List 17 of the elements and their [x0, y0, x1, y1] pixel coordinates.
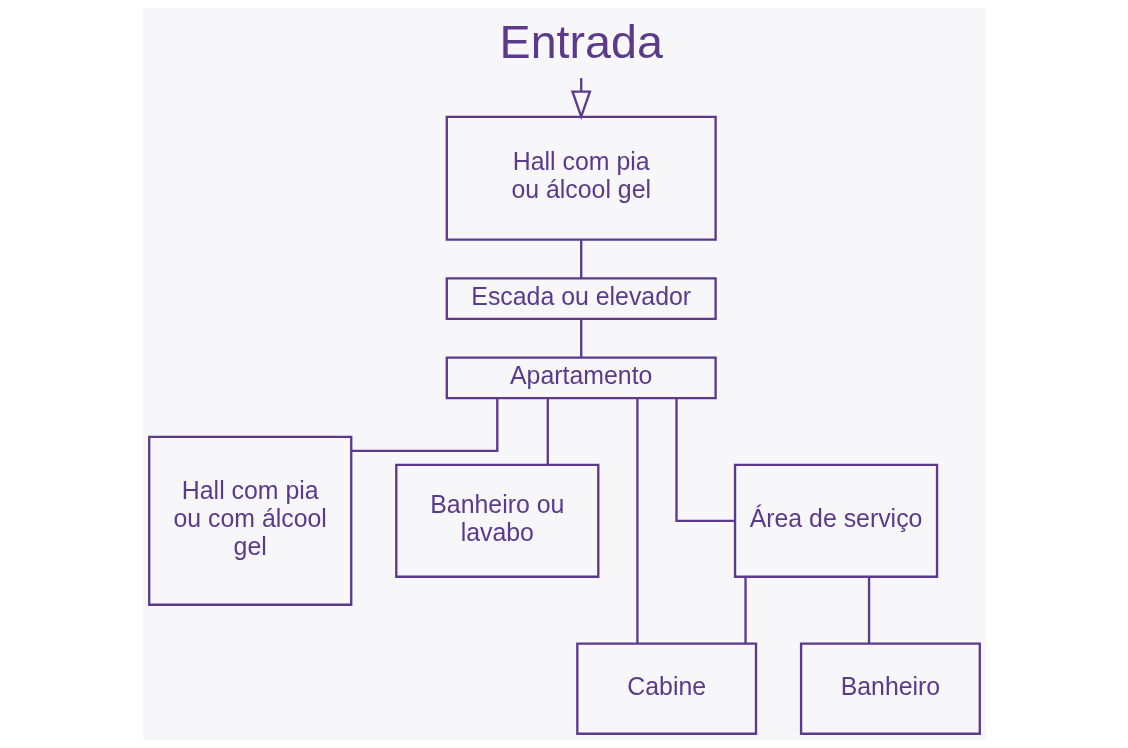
node-box: Apartamento [445, 356, 717, 400]
node-box: Banheiro ou lavabo [394, 463, 599, 578]
connector [635, 398, 639, 644]
connector [743, 577, 747, 644]
connector [579, 239, 582, 279]
node-box: Hall com pia ou com álcool gel [147, 435, 352, 606]
connector [867, 577, 870, 644]
connector [350, 398, 498, 453]
node-box: Cabine [575, 642, 757, 735]
node-box: Hall com pia ou álcool gel [445, 115, 717, 241]
node-box: Área de serviço [733, 463, 938, 578]
connector [546, 398, 549, 465]
node-box: Escada ou elevador [445, 277, 717, 320]
node-box: Banheiro [799, 642, 981, 735]
node-text: Entrada [499, 15, 663, 68]
connector [579, 319, 582, 358]
connector [674, 398, 735, 522]
